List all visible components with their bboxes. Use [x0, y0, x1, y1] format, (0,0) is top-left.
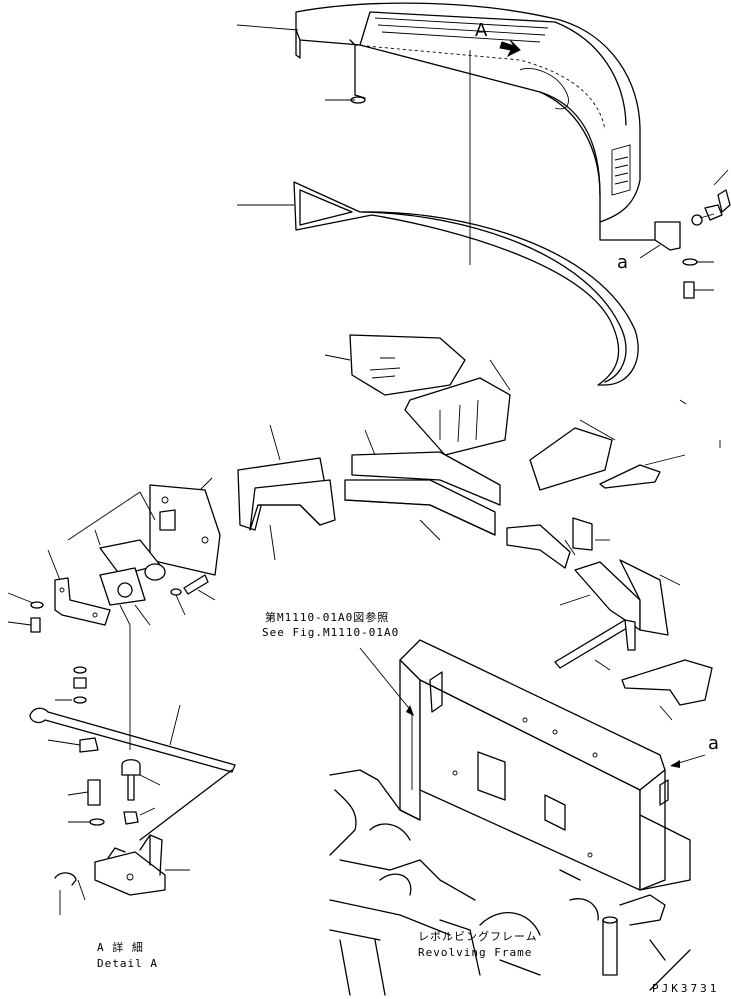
leader-washer-1 — [699, 213, 715, 219]
seal-ring — [293, 181, 639, 386]
reference-label-jp: 第M1110-01A0図参照 — [265, 611, 390, 624]
detail-label-jp: A 詳 細 — [97, 941, 144, 954]
leader-small-bolt — [7, 621, 32, 626]
leader-small-washer — [7, 592, 34, 604]
leader-hinge-3 — [119, 604, 131, 626]
plate-2 — [404, 377, 511, 456]
revolving-frame-label-jp: レボルビングフレーム — [418, 930, 538, 943]
leader-stay-rod — [169, 704, 181, 746]
leader-hinge-2 — [94, 529, 101, 546]
leader-stopper — [139, 774, 161, 786]
side-panel-1 — [506, 524, 571, 569]
hinge-plate — [149, 484, 221, 576]
reference-label-en: See Fig.M1110-01A0 — [262, 626, 400, 639]
leader-clip-pin-2 — [77, 879, 86, 901]
leader-plate-2 — [489, 359, 511, 391]
leader-hinge-plate — [199, 477, 213, 491]
curved-panel-center — [344, 451, 501, 536]
side-panel-2 — [572, 517, 593, 551]
leader-hinge-washer — [175, 594, 186, 616]
reference-leader — [359, 647, 413, 713]
stopper-assembly — [87, 759, 141, 826]
small-bracket — [30, 577, 111, 633]
leader-cover-plate-right — [659, 705, 673, 721]
connection-arrow-icon — [670, 760, 680, 768]
leader-side-panel-3 — [559, 594, 591, 606]
revolving-frame — [329, 639, 691, 996]
drawing-code: PJK3731 — [652, 982, 720, 995]
cover-plate-right — [621, 659, 713, 706]
small-plate-right — [599, 464, 661, 489]
leader-side-panel-4 — [659, 574, 681, 586]
hinge-guide-line-1 — [67, 491, 141, 541]
u-bracket — [94, 834, 166, 896]
leader-center-panel-2 — [419, 519, 441, 541]
connection-mark-upper: a — [617, 252, 629, 273]
detail-a-marker: A — [475, 20, 488, 41]
leader-hinge-4 — [134, 604, 151, 626]
leader-nut — [139, 807, 156, 816]
hood-bracket — [599, 189, 731, 299]
detail-label-en: Detail A — [97, 957, 158, 970]
side-panel-3 — [574, 559, 669, 636]
clip-pin — [54, 872, 77, 886]
hinge-bolt — [170, 574, 209, 596]
hinge-pin-block — [99, 539, 166, 606]
detail-a-arrow-icon — [499, 39, 521, 58]
curved-panel-left — [237, 457, 336, 531]
leader-small-plate — [644, 454, 686, 466]
leader-hinge-bolt — [197, 589, 216, 601]
leader-bolt-1 — [713, 169, 729, 186]
leader-rod-clip — [47, 739, 81, 746]
leader-side-panel-1 — [564, 539, 576, 556]
top-cover — [295, 2, 641, 223]
leader-bracket-right-upper — [579, 419, 616, 441]
stay-rod-assembly — [29, 666, 236, 841]
leader-rubber-strip — [594, 659, 611, 671]
leader-center-panel-1 — [364, 429, 376, 456]
rubber-strip — [554, 619, 636, 669]
leader-plate-1 — [324, 354, 351, 361]
connection-mark-lower: a — [708, 733, 720, 754]
hinge-guide-line-2 — [139, 491, 156, 521]
plate-1 — [349, 334, 466, 396]
leader-bolt-3 — [67, 791, 89, 796]
small-tick-2 — [679, 399, 687, 405]
bracket-right-upper — [529, 427, 613, 491]
leader-top-cover — [236, 24, 299, 31]
leader-curved-panel-1 — [269, 424, 281, 461]
leader-a-upper — [639, 244, 661, 259]
revolving-frame-label-en: Revolving Frame — [418, 946, 533, 959]
leader-curved-panel-2 — [269, 524, 276, 561]
